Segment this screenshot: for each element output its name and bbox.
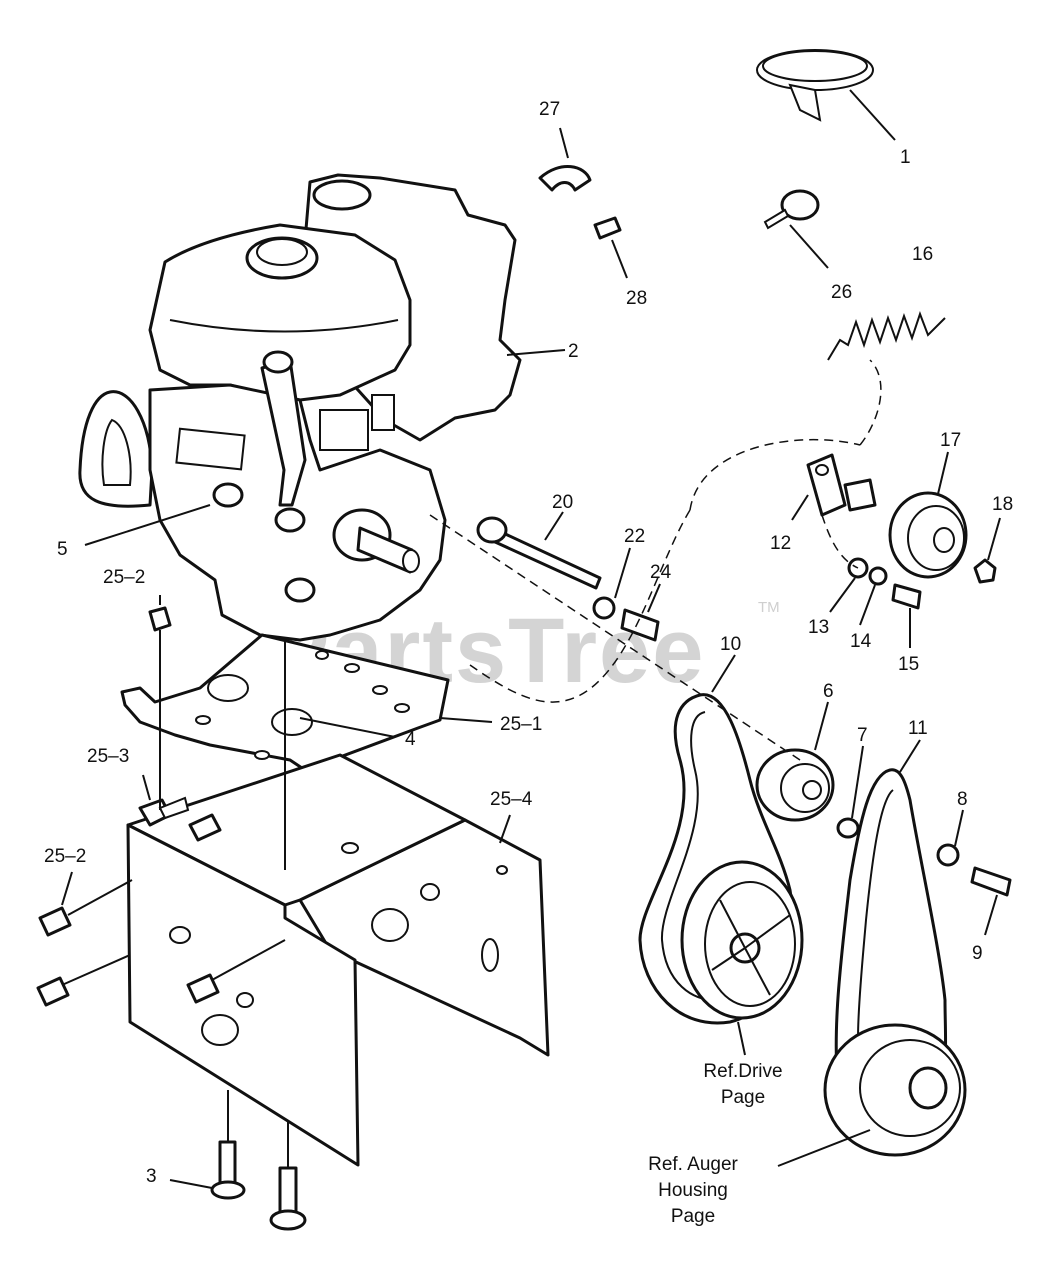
screw-28 — [593, 216, 622, 240]
ref-drive-note: Ref.Drive Page — [703, 1061, 782, 1108]
label-27: 27 — [539, 99, 560, 120]
bolt-c — [36, 976, 70, 1007]
label-10: 10 — [720, 634, 741, 655]
washer-22 — [592, 596, 616, 620]
label-16: 16 — [912, 244, 933, 265]
label-28: 28 — [626, 288, 647, 309]
ref-drive-line-1: Ref.Drive — [703, 1061, 782, 1082]
label-14: 14 — [850, 631, 872, 652]
label-25-2-side: 25–2 — [44, 846, 86, 867]
pulley-6 — [755, 748, 835, 822]
ref-auger-line-1: Ref. Auger — [648, 1154, 738, 1175]
label-6: 6 — [823, 681, 834, 702]
ref-drive-line-2: Page — [721, 1087, 765, 1108]
nut-5 — [212, 482, 244, 508]
label-18: 18 — [992, 494, 1013, 515]
bolt-25-2-side — [38, 906, 72, 937]
auger-pulley — [823, 1023, 967, 1157]
watermark-trademark: TM — [758, 599, 780, 616]
bolt-25-2-top — [148, 606, 172, 650]
bolt-3b — [269, 1166, 307, 1231]
label-17: 17 — [940, 430, 961, 451]
label-9: 9 — [972, 943, 983, 964]
spring-16 — [827, 311, 946, 361]
label-13: 13 — [808, 617, 829, 638]
cable-part-1 — [756, 49, 874, 122]
bolt-9 — [970, 866, 1012, 897]
drive-pulley — [680, 860, 804, 1020]
ref-auger-line-2: Housing — [658, 1180, 728, 1201]
clip-27 — [538, 164, 592, 192]
bolt-3a — [210, 1140, 246, 1200]
label-5: 5 — [57, 539, 68, 560]
idler-bracket-12 — [806, 453, 847, 517]
label-20: 20 — [552, 492, 573, 513]
label-1: 1 — [900, 147, 911, 168]
washer-7 — [836, 817, 860, 839]
engine — [78, 173, 522, 642]
label-25-3: 25–3 — [87, 746, 129, 767]
bolt-25-3 — [138, 796, 190, 827]
label-15: 15 — [898, 654, 919, 675]
label-11: 11 — [908, 718, 928, 739]
washer-8 — [936, 843, 960, 867]
bolt-24 — [620, 608, 660, 642]
label-7: 7 — [857, 725, 868, 746]
ref-auger-line-3: Page — [671, 1206, 715, 1227]
label-25-1: 25–1 — [500, 714, 542, 735]
label-3: 3 — [146, 1166, 157, 1187]
nut-18 — [973, 558, 997, 584]
label-26: 26 — [831, 282, 852, 303]
label-22: 22 — [624, 526, 645, 547]
label-2: 2 — [568, 341, 579, 362]
bolt-15 — [891, 583, 922, 610]
label-4: 4 — [405, 729, 416, 750]
label-12: 12 — [770, 533, 791, 554]
label-8: 8 — [957, 789, 968, 810]
key-26 — [763, 189, 820, 230]
label-25-2-top: 25–2 — [103, 567, 145, 588]
ref-auger-note: Ref. Auger Housing Page — [648, 1154, 738, 1227]
idler-pulley-17 — [888, 491, 968, 579]
label-24: 24 — [650, 562, 672, 583]
bolt-b — [188, 813, 222, 842]
frame — [126, 753, 550, 1167]
bolt-d — [186, 973, 220, 1004]
washer-14 — [868, 566, 888, 586]
label-25-4: 25–4 — [490, 789, 533, 810]
